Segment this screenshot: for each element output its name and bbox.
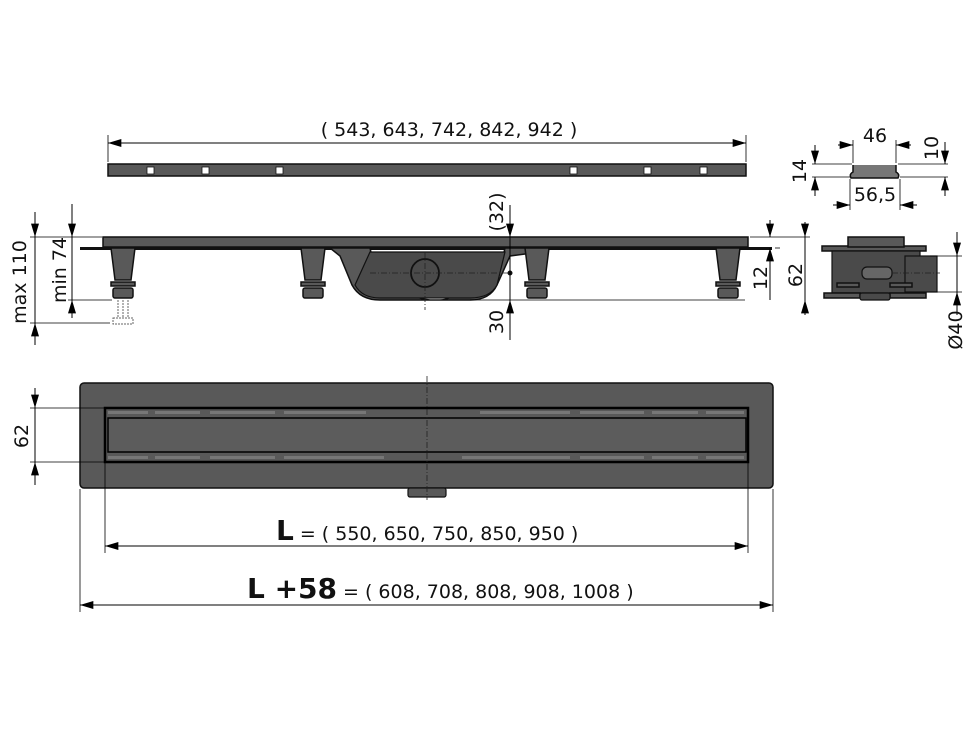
side-view: max 110 min 74 (32) 30 12 62 — [9, 192, 810, 345]
max-height-label: max 110 — [9, 240, 31, 324]
depth-label: 62 — [785, 263, 807, 287]
outlet-diameter-label: Ø40 — [945, 310, 967, 349]
total-length-label: L +58= ( 608, 708, 808, 908, 1008 ) — [247, 572, 634, 605]
channel-width-label: 62 — [11, 424, 33, 448]
profile-height-14: 14 — [789, 159, 811, 183]
length-dimensions: L= ( 550, 650, 750, 850, 950 ) L +58= ( … — [79, 463, 774, 612]
profile-width-46: 46 — [863, 125, 887, 147]
grate-profile: 46 14 10 56,5 — [789, 125, 949, 210]
profile-lip-10: 10 — [921, 136, 943, 160]
min-height-label: min 74 — [49, 237, 71, 303]
top-view: 62 — [11, 376, 774, 500]
profile-width-56-5: 56,5 — [854, 184, 896, 206]
top-offset-label: (32) — [486, 192, 508, 231]
flange-label: 12 — [750, 266, 772, 290]
adjustable-legs — [110, 247, 741, 325]
cross-section: Ø40 — [821, 232, 967, 350]
grate-length-label: ( 543, 643, 742, 842, 942 ) — [321, 119, 578, 141]
outlet-height-label: 30 — [486, 310, 508, 334]
grate-top: ( 543, 643, 742, 842, 942 ) — [107, 119, 747, 177]
length-label: L= ( 550, 650, 750, 850, 950 ) — [276, 514, 578, 547]
